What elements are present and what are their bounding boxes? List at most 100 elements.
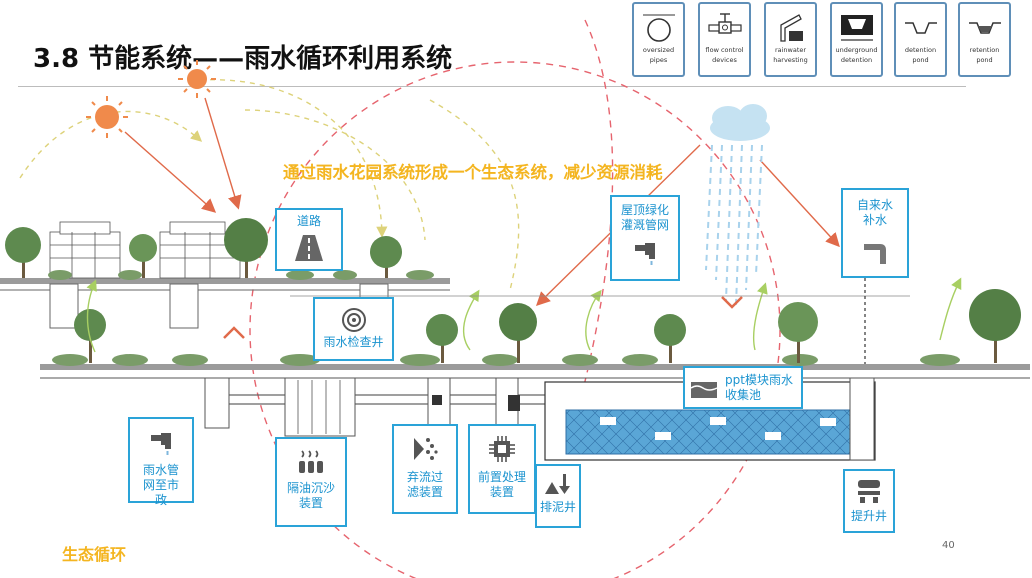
inspection-well-label: 雨水检查井 bbox=[323, 335, 384, 349]
tap-water-label: 自来水补水 bbox=[856, 198, 893, 227]
faucet-icon bbox=[635, 243, 655, 265]
cycle-arrow-yellow-mid bbox=[199, 79, 388, 238]
legend-caption-line2: pond bbox=[912, 55, 929, 64]
sludge-well-icon bbox=[545, 474, 570, 494]
lift-well-shaft bbox=[849, 377, 875, 461]
tree bbox=[224, 218, 268, 278]
sunlight-arrow bbox=[204, 97, 242, 210]
downflow-chevron-icon bbox=[721, 296, 743, 309]
label-rain-inspection-well: 雨水检查井 bbox=[313, 297, 394, 361]
legend-caption-line2: detention bbox=[840, 55, 873, 64]
water-tank-icon bbox=[690, 382, 718, 398]
tree bbox=[969, 289, 1021, 363]
label-pretreatment: 前置处理装置 bbox=[468, 424, 536, 514]
title-divider bbox=[18, 86, 966, 87]
flow-control-devices-icon bbox=[707, 13, 742, 34]
pump-icon bbox=[858, 480, 880, 503]
detention-pond-icon bbox=[904, 22, 937, 34]
shrub-row bbox=[48, 270, 434, 280]
foundation-column bbox=[49, 283, 79, 329]
rain-cloud-icon bbox=[705, 104, 770, 306]
legend-rainwater-harvesting: rainwater harvesting bbox=[764, 2, 817, 77]
road-label: 道路 bbox=[296, 214, 321, 228]
label-tap-water-supply: 自来水补水 bbox=[841, 188, 909, 278]
label-rain-pipe-municipal: 雨水管网至市政 bbox=[128, 417, 194, 507]
tree bbox=[129, 234, 157, 278]
tree bbox=[499, 303, 537, 363]
legend-caption-line2: harvesting bbox=[773, 55, 808, 64]
shrub-row bbox=[52, 354, 960, 366]
tree bbox=[370, 236, 402, 278]
pretreatment-label: 前置处理装置 bbox=[478, 470, 527, 499]
label-roof-green-irrigation: 屋顶绿化灌溉管网 bbox=[610, 195, 680, 281]
valve-block bbox=[508, 395, 520, 411]
legend-caption-line1: retention bbox=[969, 46, 1000, 54]
label-sludge-well: 排泥井 bbox=[535, 464, 581, 528]
modular-water-tank bbox=[565, 409, 861, 455]
label-road: 道路 bbox=[275, 208, 343, 271]
legend-caption-line1: rainwater bbox=[774, 46, 807, 54]
legend-oversized-pipes: oversized pipes bbox=[632, 2, 685, 77]
lower-ground-slab bbox=[40, 364, 1030, 370]
separator-icon bbox=[299, 450, 323, 473]
legend-detention-pond: detention pond bbox=[894, 2, 947, 77]
road-icon bbox=[295, 235, 323, 261]
ecology-cycle-label: 生态循环 bbox=[62, 545, 127, 564]
processor-chip-icon bbox=[489, 436, 515, 462]
legend-caption-line2: pipes bbox=[649, 55, 668, 64]
legend-caption-line1: underground bbox=[835, 46, 878, 54]
rainwater-harvesting-icon bbox=[779, 14, 803, 42]
rain-flow-arrow bbox=[759, 159, 840, 248]
legend-retention-pond: retention pond bbox=[958, 2, 1011, 77]
foundation-column bbox=[169, 283, 199, 329]
lift-well-label: 提升井 bbox=[850, 509, 887, 523]
growth-arrow bbox=[462, 289, 480, 351]
sun-icon bbox=[86, 96, 128, 138]
growth-arrow bbox=[939, 277, 962, 341]
page-number: 40 bbox=[942, 540, 955, 551]
water-pipe-icon bbox=[864, 244, 886, 264]
legend-caption-line2: devices bbox=[712, 55, 737, 64]
legend-caption-line1: oversized bbox=[642, 46, 675, 54]
cycle-arrow-yellow-3 bbox=[429, 99, 520, 291]
drain-pipe-icon bbox=[151, 433, 171, 455]
roof-irrigation-label: 屋顶绿化灌溉管网 bbox=[620, 203, 669, 232]
label-oil-sand-separator: 隔油沉沙装置 bbox=[275, 437, 347, 527]
legend-caption-line1: flow control bbox=[705, 46, 744, 54]
retention-pond-icon bbox=[968, 22, 1001, 34]
valve-block bbox=[432, 395, 442, 405]
label-ppt-module-tank: ppt模块雨水收集池 bbox=[683, 366, 803, 409]
oversized-pipes-icon bbox=[642, 14, 675, 42]
manhole-icon bbox=[341, 308, 366, 332]
tree bbox=[778, 302, 818, 363]
upflow-chevron-icon bbox=[223, 326, 245, 339]
upper-ground-slab bbox=[0, 278, 450, 284]
filter-icon bbox=[414, 438, 438, 460]
label-lift-well: 提升井 bbox=[843, 469, 895, 533]
tree bbox=[426, 314, 458, 363]
sunlight-arrow bbox=[124, 131, 217, 213]
legend-underground-detention: underground detention bbox=[830, 2, 883, 77]
tree bbox=[654, 314, 686, 363]
ppt-tank-label: ppt模块雨水收集池 bbox=[725, 373, 793, 402]
diagram-headline: 通过雨水花园系统形成一个生态系统，减少资源消耗 bbox=[283, 163, 663, 182]
rain-pipe-label: 雨水管网至市政 bbox=[142, 463, 179, 507]
label-first-flush-filter: 弃流过滤装置 bbox=[392, 424, 458, 514]
legend-flow-control: flow control devices bbox=[698, 2, 751, 77]
cycle-arrow-yellow-2 bbox=[244, 109, 426, 241]
legend-caption-line2: pond bbox=[976, 55, 993, 64]
filter-label: 弃流过滤装置 bbox=[406, 470, 443, 499]
tree bbox=[5, 227, 41, 278]
tree bbox=[74, 309, 106, 363]
growth-arrow bbox=[752, 282, 768, 351]
sun-icon bbox=[178, 60, 216, 98]
separator-label: 隔油沉沙装置 bbox=[286, 481, 335, 510]
growth-arrow bbox=[86, 279, 97, 353]
legend-caption-line1: detention bbox=[904, 46, 937, 54]
sludge-well-label: 排泥井 bbox=[539, 500, 576, 514]
page-title: 3.8 节能系统——雨水循环利用系统 bbox=[33, 44, 453, 74]
inspection-well bbox=[204, 377, 230, 429]
underground-detention-icon bbox=[840, 15, 873, 41]
